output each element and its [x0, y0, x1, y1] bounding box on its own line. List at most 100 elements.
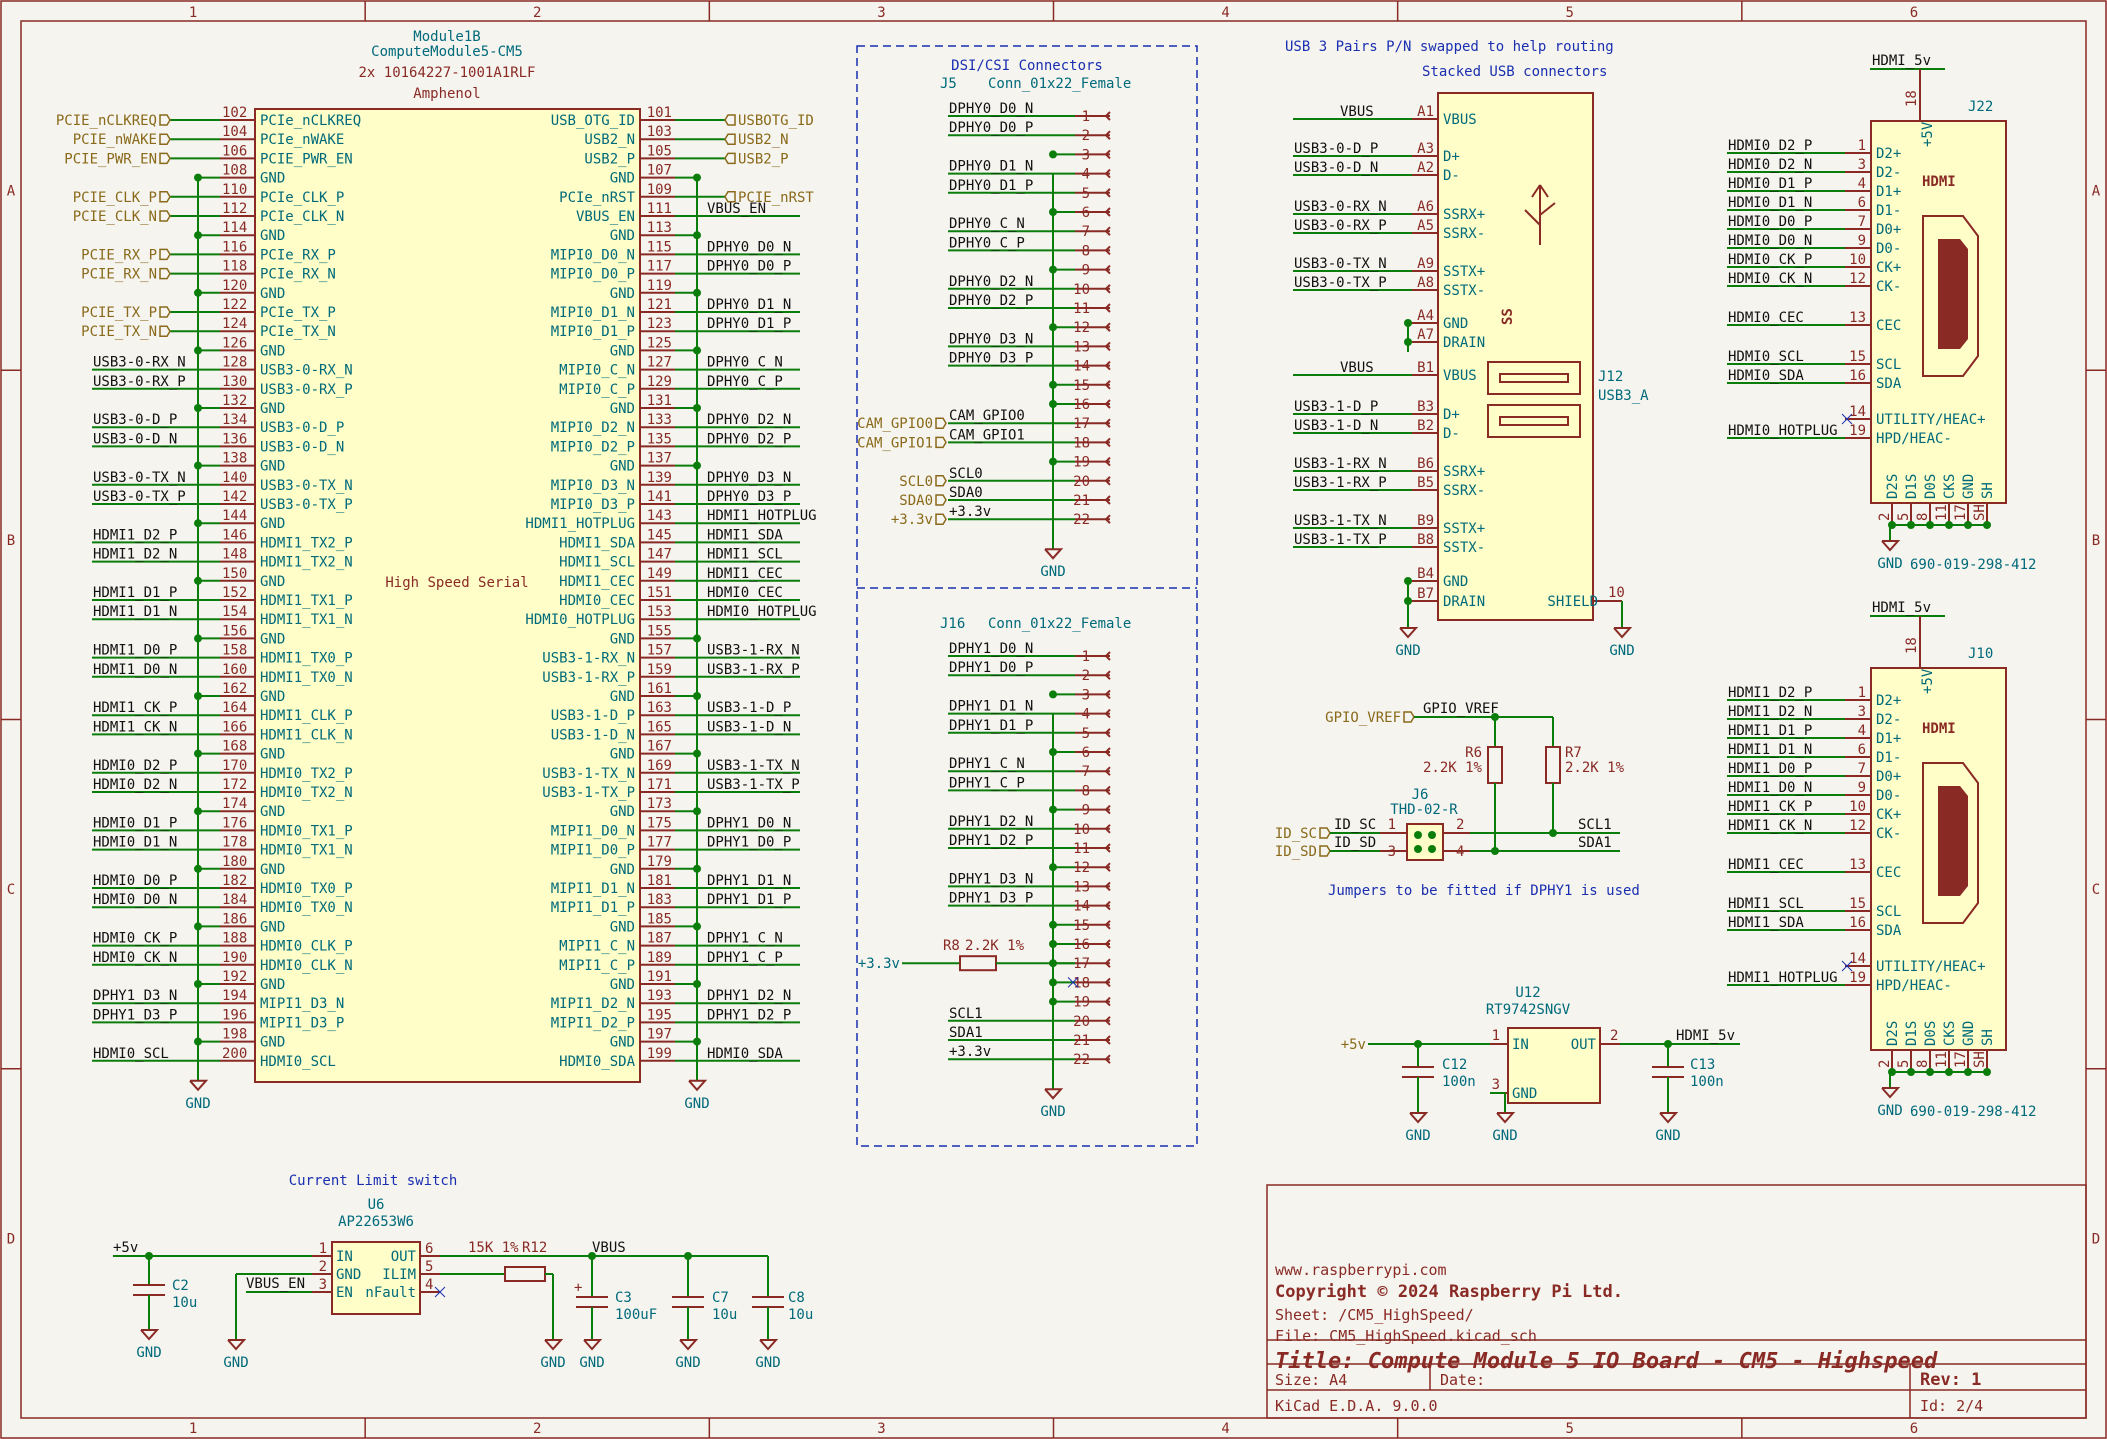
pin-name: GND: [260, 631, 285, 647]
pin-name: SSTX-: [1443, 540, 1485, 556]
pin-name: CKS: [1942, 1021, 1958, 1046]
net-label: DPHY0_C_N: [949, 216, 1025, 232]
pin-number: 10: [1073, 282, 1090, 298]
net-label: VBUS: [1340, 360, 1374, 376]
j5-global-label: +3.3v: [891, 512, 933, 528]
gpio-vref-global-label-shape: [1403, 711, 1415, 723]
pin-name: USB3-1-TX_N: [542, 766, 635, 782]
j22-ref: J22: [1968, 99, 1993, 115]
pin-number: 10: [1849, 252, 1866, 268]
pin-number: 18: [1073, 975, 1090, 991]
pin-number: 170: [222, 758, 247, 774]
pin-number: 194: [222, 988, 247, 1004]
pin-number: 4: [1082, 167, 1090, 183]
net-label: HDMI0_SDA: [1728, 368, 1804, 384]
pin-number: 121: [647, 297, 672, 313]
pin-name: HPD/HEAC-: [1876, 431, 1952, 447]
row-label-left: D: [7, 1231, 15, 1247]
net-label: DPHY0_D2_P: [949, 293, 1033, 309]
global-label: USB2_N: [738, 132, 789, 148]
pin-number: 17: [1953, 1051, 1969, 1068]
net-label: USB3-1-D_N: [707, 719, 791, 735]
net-label: DPHY1_D0_P: [707, 835, 791, 851]
gnd-symbol: [189, 1079, 209, 1092]
pin-number: 114: [222, 220, 247, 236]
tb-size: Size: A4: [1275, 1371, 1347, 1389]
pin-number: 130: [222, 374, 247, 390]
pin-number: B2: [1417, 418, 1434, 434]
tb-file: File: CM5_HighSpeed.kicad_sch: [1275, 1327, 1537, 1345]
socket-mark: [1104, 670, 1111, 680]
pin-number: 154: [222, 604, 247, 620]
net-label: HDMI1_CK_N: [93, 719, 177, 735]
module-mfr: Amphenol: [413, 86, 480, 102]
net-label: HDMI1_D1_N: [1728, 742, 1812, 758]
j5-global-label-shape: [935, 513, 947, 525]
pin-name: D0-: [1876, 788, 1901, 804]
net-label: HDMI1_SCL: [707, 547, 783, 563]
j5-global-label-shape: [935, 494, 947, 506]
pin-name: GND: [610, 862, 635, 878]
pin-name: USB3-1-D_P: [551, 708, 635, 724]
pin-number: SH: [1972, 504, 1988, 521]
gnd-label: GND: [1405, 1128, 1430, 1144]
pin-name: GND: [610, 459, 635, 475]
net-label: DPHY0_D1_P: [949, 178, 1033, 194]
pin-number: 9: [1858, 233, 1866, 249]
j16-ref: J16: [940, 616, 965, 632]
title-block-frame: [1266, 1184, 2087, 1419]
j6-ref: J6: [1412, 787, 1429, 803]
pin-number: A3: [1417, 141, 1434, 157]
net-label: DPHY0_D3_N: [949, 331, 1033, 347]
net-label: DPHY0_D3_N: [707, 470, 791, 486]
pin-number: 166: [222, 719, 247, 735]
net-label: HDMI1_CK_P: [1728, 799, 1812, 815]
net-label: DPHY0_D0_P: [949, 120, 1033, 136]
net-label: DPHY1_C_N: [707, 931, 783, 947]
pin-number: 10: [1073, 822, 1090, 838]
tb-tool: KiCad E.D.A. 9.0.0: [1275, 1397, 1438, 1415]
pin-number: B1: [1417, 360, 1434, 376]
pin-number: 19: [1849, 970, 1866, 986]
pin-number: 6: [1858, 742, 1866, 758]
pin-name: MIPI0_D0_P: [551, 267, 635, 283]
net-label: HDMI1_D1_P: [1728, 723, 1812, 739]
socket-mark: [1104, 843, 1111, 853]
j5-global-label: SCL0: [899, 474, 933, 490]
pin-name: USB3-0-D_P: [260, 420, 344, 436]
pin-name: HDMI1_TX1_N: [260, 612, 353, 628]
pin-name: VBUS: [1443, 112, 1477, 128]
j10-logo: HDMI: [1922, 721, 1956, 737]
net-label: HDMI1_CEC: [707, 566, 783, 582]
pin-number: 15: [1849, 896, 1866, 912]
j10-port-fill: [1938, 786, 1968, 896]
pin-number: A4: [1417, 308, 1434, 324]
pin-name: D0S: [1923, 474, 1939, 499]
pin-number: 2: [1082, 668, 1090, 684]
socket-mark: [1104, 900, 1111, 911]
junction-dot: [1549, 829, 1557, 837]
socket-mark: [1104, 495, 1111, 505]
pin-name: HDMI0_CLK_P: [260, 939, 353, 955]
pin-number: 150: [222, 566, 247, 582]
pin-name: GND: [610, 631, 635, 647]
pin-number: 7: [1858, 214, 1866, 230]
pin-number: 119: [647, 278, 672, 294]
net-label: HDMI0_D1_P: [93, 815, 177, 831]
id-sd-net: ID_SD: [1334, 835, 1376, 851]
pin-name: GND: [610, 804, 635, 820]
pin-name: D2S: [1885, 474, 1901, 499]
pin-name: HDMI1_TX2_N: [260, 555, 353, 571]
net-label: DPHY0_D0_N: [949, 101, 1033, 117]
net-label: HDMI0_SCL: [93, 1046, 169, 1062]
tb-url: www.raspberrypi.com: [1275, 1261, 1447, 1279]
row-label-left: B: [7, 533, 15, 549]
pin-name: GND: [260, 286, 285, 302]
pin-name: SSRX-: [1443, 226, 1485, 242]
junction-dot: [1428, 845, 1436, 853]
pin-name: PCIe_TX_P: [260, 305, 336, 321]
net-label: USB3-0-TX_P: [93, 489, 186, 505]
pin-name: PCIe_RX_N: [260, 267, 336, 283]
j22-port-fill: [1938, 239, 1968, 349]
global-label-shape: [159, 152, 171, 165]
